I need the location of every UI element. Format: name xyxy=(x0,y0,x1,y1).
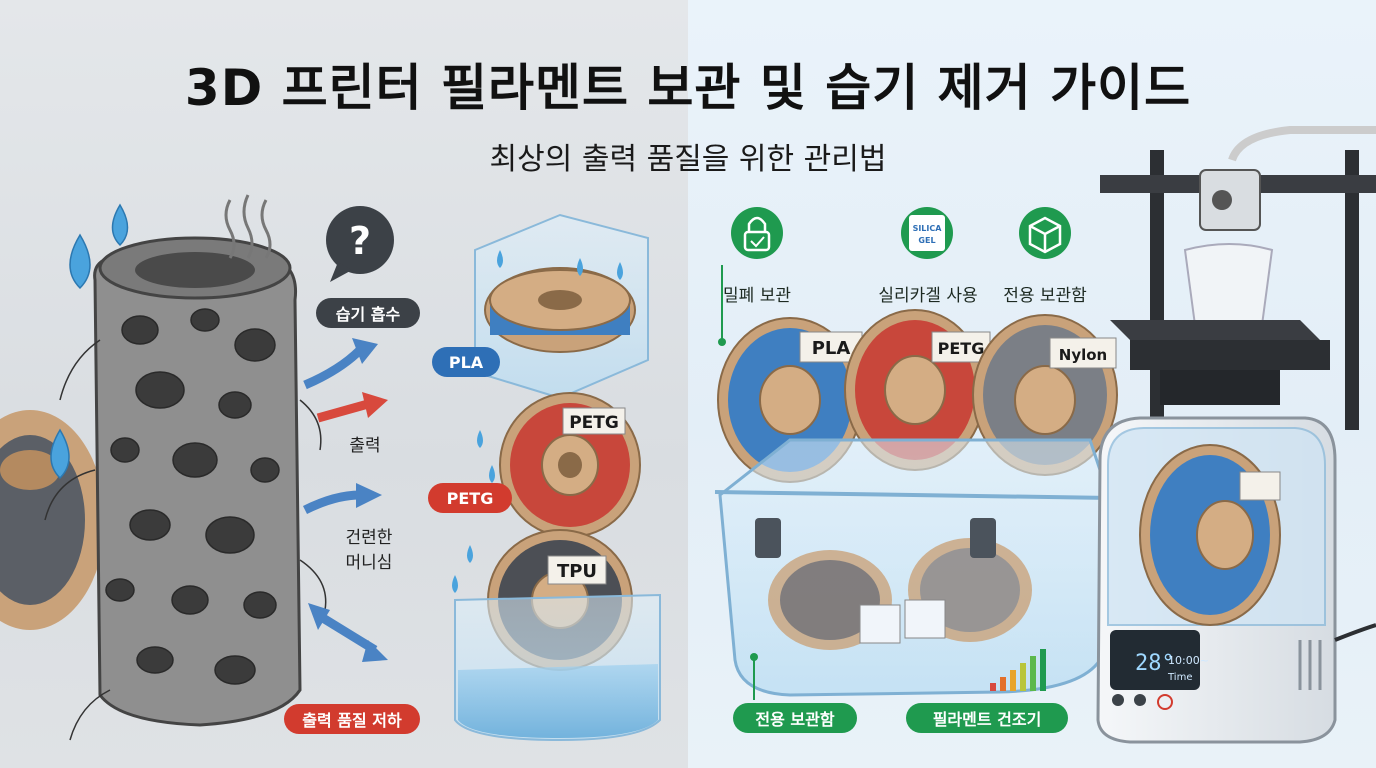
degraded-print-tower xyxy=(44,236,327,741)
quality-drop-tag: 출력 품질 저하 xyxy=(284,704,420,734)
print-label: 출력 xyxy=(349,436,381,456)
page-subtitle: 최상의 출력 품질을 위한 관리법 xyxy=(489,142,887,177)
nylon-spool-right: Nylon xyxy=(972,314,1118,476)
filament-dryer: 28° 10:00~ Time xyxy=(1096,416,1376,744)
gel-icon-text: GEL xyxy=(918,236,935,245)
page-title: 3D 프린터 필라멘트 보관 및 습기 제거 가이드 xyxy=(184,59,1192,117)
tpu-water-box: TPU xyxy=(452,430,661,742)
filament-dryer-tag: 필라멘트 건조기 xyxy=(906,703,1068,733)
water-drops-left xyxy=(50,203,129,480)
silica-icon-text: SILICA xyxy=(913,224,943,233)
lock-icon xyxy=(718,207,783,346)
moisture-absorption-tag: 습기 흡수 xyxy=(316,298,420,328)
3d-printer xyxy=(1100,126,1376,430)
petg-tag: PETG xyxy=(428,483,512,513)
question-bubble xyxy=(326,206,394,282)
dryer-time-readout: 10:00~ xyxy=(1168,654,1209,667)
sealed-storage-label: 밀폐 보관 xyxy=(723,286,791,306)
pla-tag: PLA xyxy=(432,347,500,377)
silica-gel-label: 실리카겔 사용 xyxy=(878,286,978,306)
pla-box xyxy=(474,213,649,400)
dryer-temp-readout: 28° xyxy=(1135,651,1175,676)
silica-gel-icon: SILICA GEL xyxy=(901,207,953,259)
dryer-time-label: Time xyxy=(1167,672,1192,683)
pla-right-label: PLA xyxy=(812,338,851,359)
petg-spool-left: PETG xyxy=(499,392,641,538)
stringing-label-line1: 건련한 xyxy=(345,528,393,548)
signal-bars-icon xyxy=(990,649,1046,691)
pla-spool-right: PLA xyxy=(717,317,863,483)
storage-box-label: 전용 보관함 xyxy=(1003,286,1087,306)
right-spools: PLA PETG Nylon xyxy=(717,309,1118,483)
background-spool xyxy=(0,410,105,630)
storage-container xyxy=(714,438,1113,700)
nylon-right-label: Nylon xyxy=(1059,346,1107,364)
stringing-label-line2: 머니심 xyxy=(345,553,393,573)
question-mark-icon: ? xyxy=(348,219,372,263)
petg-spool-right: PETG xyxy=(844,309,991,471)
storage-box-tag: 전용 보관함 xyxy=(733,703,857,733)
petg-spool-label: PETG xyxy=(569,413,619,433)
steam-icon xyxy=(224,194,272,259)
petg-right-label: PETG xyxy=(938,339,985,358)
effect-arrows xyxy=(302,338,388,662)
box-icon xyxy=(1019,207,1071,259)
tpu-spool-label: TPU xyxy=(557,561,597,582)
